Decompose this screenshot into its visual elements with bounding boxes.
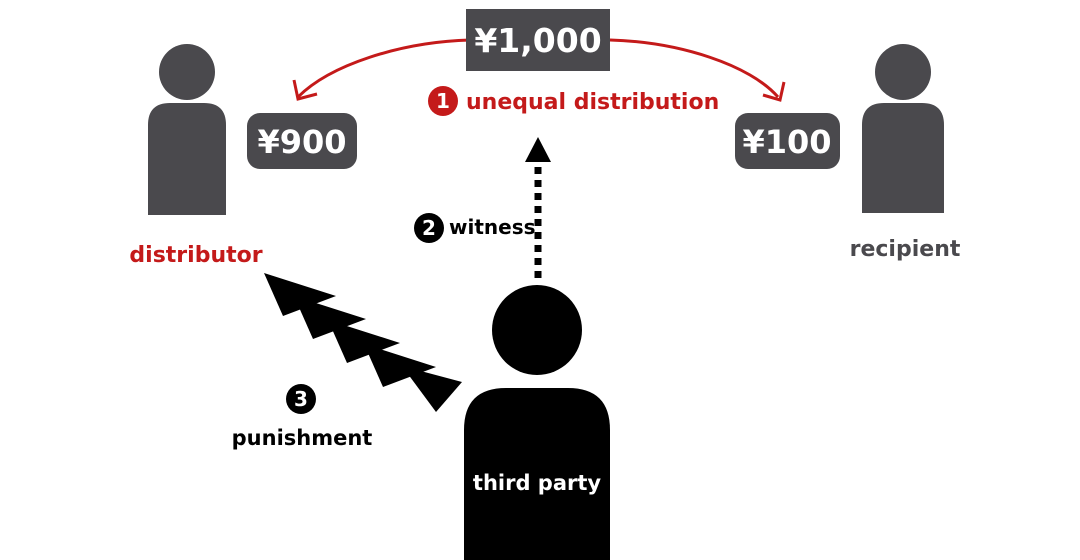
recipient-amount: ¥100 [742,123,831,161]
third-party-person-icon [464,285,610,560]
punishment-arrow [264,273,462,412]
recipient-label: recipient [850,237,961,262]
recipient-person-icon [862,44,944,213]
step-1-number: 1 [436,89,450,113]
step-1-badge [428,86,458,116]
step-1-label: unequal distribution [466,90,719,115]
recipient-amount-box: ¥100 [735,113,840,169]
distributor-amount: ¥900 [257,123,346,161]
step-3: 3 punishment [232,384,373,450]
distributor-label: distributor [129,243,262,268]
total-amount: ¥1,000 [474,21,601,60]
step-2: 2 witness [414,213,536,243]
step-3-number: 3 [294,387,308,411]
third-party-label: third party [473,471,601,495]
step-2-badge [414,213,444,243]
total-amount-box: ¥1,000 [466,9,610,71]
distribution-arrow [609,38,780,98]
step-2-number: 2 [422,216,436,240]
step-2-label: witness [449,215,536,239]
step-3-label: punishment [232,426,373,450]
step-3-badge [286,384,316,414]
distribution-arrow-head-left [292,79,318,101]
distributor-amount-box: ¥900 [247,113,357,169]
distributor-person-icon [148,44,226,215]
distribution-arrow [296,38,471,99]
distribution-arrow-head-right [762,81,786,102]
witness-arrow [525,137,551,278]
step-1: 1 unequal distribution [428,86,719,116]
